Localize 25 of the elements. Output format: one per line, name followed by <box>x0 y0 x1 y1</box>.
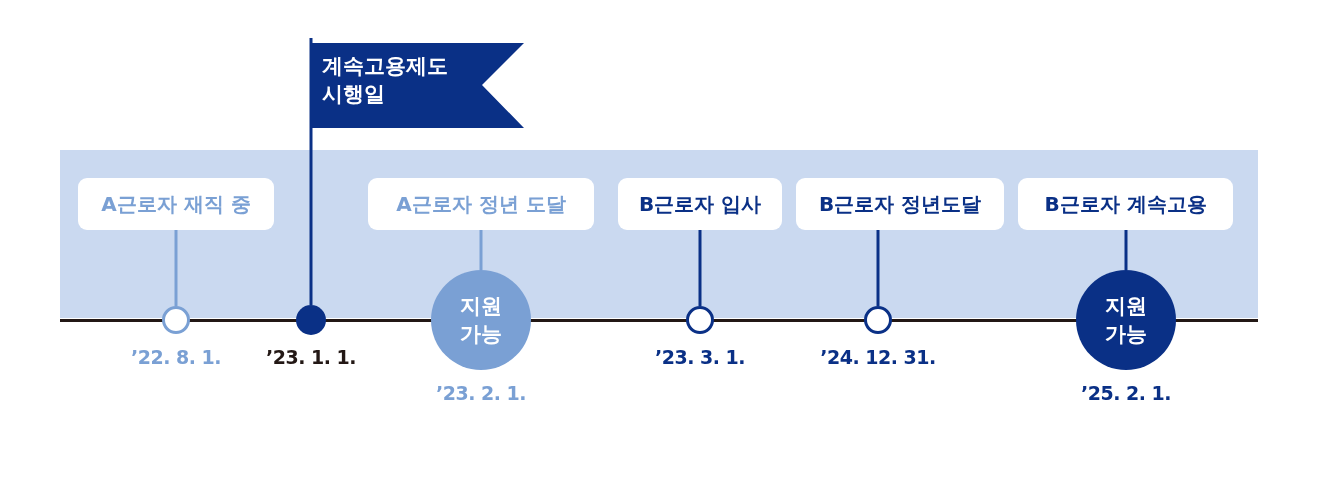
support-text: 지원 가능 <box>1104 293 1148 348</box>
date-label: ’22. 8. 1. <box>131 346 221 368</box>
date-label: ’24. 12. 31. <box>820 346 936 368</box>
event-label: B근로자 계속고용 <box>1018 178 1233 230</box>
milestone-marker <box>864 306 892 334</box>
connector-line <box>479 230 483 270</box>
date-label: ’23. 2. 1. <box>436 382 526 404</box>
support-text: 지원 가능 <box>459 293 503 348</box>
event-label: B근로자 입사 <box>618 178 782 230</box>
flag <box>308 38 524 128</box>
milestone-marker <box>162 306 190 334</box>
milestone-marker <box>686 306 714 334</box>
connector-line <box>174 230 178 306</box>
connector-line <box>698 230 702 306</box>
date-label: ’25. 2. 1. <box>1081 382 1171 404</box>
connector-line <box>876 230 880 306</box>
connector-line <box>309 128 313 305</box>
connector-line <box>1124 230 1128 270</box>
event-label: B근로자 정년도달 <box>796 178 1004 230</box>
date-label: ’23. 3. 1. <box>655 346 745 368</box>
flag-title: 계속고용제도 시행일 <box>322 53 449 108</box>
event-label: A근로자 재직 중 <box>78 178 274 230</box>
milestone-dot <box>296 305 326 335</box>
date-label: ’23. 1. 1. <box>266 346 356 368</box>
event-label: A근로자 정년 도달 <box>368 178 594 230</box>
